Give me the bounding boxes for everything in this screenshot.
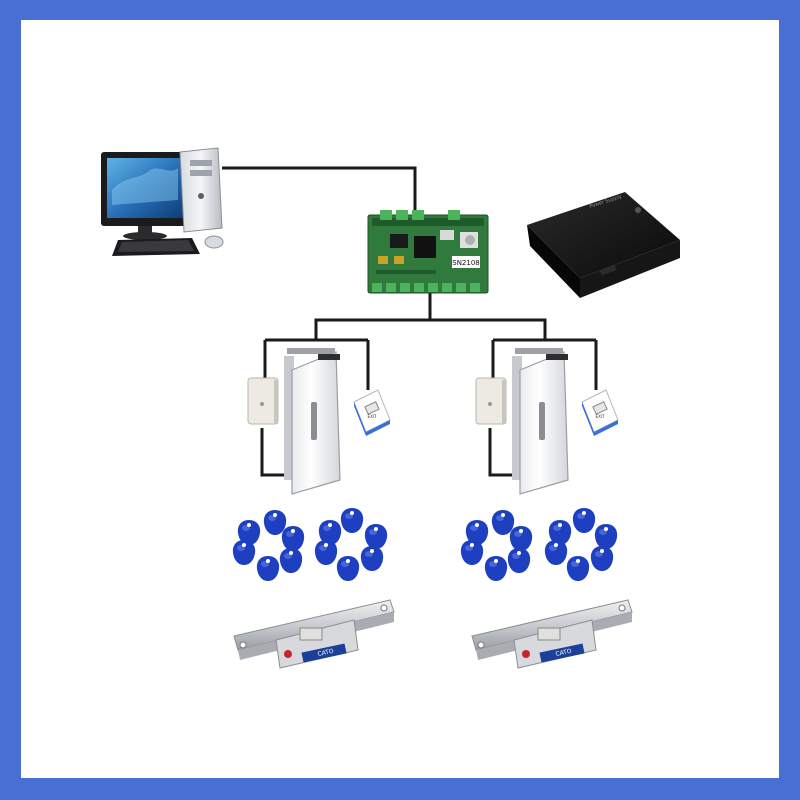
door-icon	[284, 348, 341, 495]
lock-brand-label: CATO	[317, 648, 335, 658]
power-supply-box-icon: Power Supply	[527, 192, 680, 298]
door-icon	[512, 348, 569, 495]
card-reader-icon	[475, 377, 507, 425]
controller-label: SN2108	[452, 259, 480, 267]
controller-board-icon: SN2108	[367, 210, 489, 294]
diagram-canvas: SN2108 Power Supply	[21, 20, 779, 778]
wiring	[222, 166, 598, 477]
electric-strike-lock-icon: CATO	[471, 599, 633, 669]
rfid-keyfob-icon	[460, 510, 533, 581]
rfid-keyfob-cluster-icon	[232, 508, 388, 581]
electric-strike-lock-icon: CATO	[233, 599, 395, 669]
rfid-keyfob-icon	[314, 508, 388, 581]
card-reader-icon	[247, 377, 279, 425]
rfid-keyfob-icon	[544, 508, 618, 581]
exit-button-label: EXIT	[596, 414, 605, 419]
computer-icon	[101, 147, 224, 256]
door-group-2: EXIT CATO	[460, 348, 633, 669]
rfid-keyfob-cluster-icon	[460, 508, 618, 581]
access-control-diagram: SN2108 Power Supply	[101, 147, 680, 669]
lock-brand-label: CATO	[555, 648, 573, 658]
exit-button-icon: EXIT	[353, 389, 391, 436]
door-group-1: EXIT CATO	[232, 348, 395, 669]
exit-button-label: EXIT	[368, 414, 377, 419]
rfid-keyfob-icon	[232, 510, 305, 581]
exit-button-icon: EXIT	[581, 389, 619, 436]
